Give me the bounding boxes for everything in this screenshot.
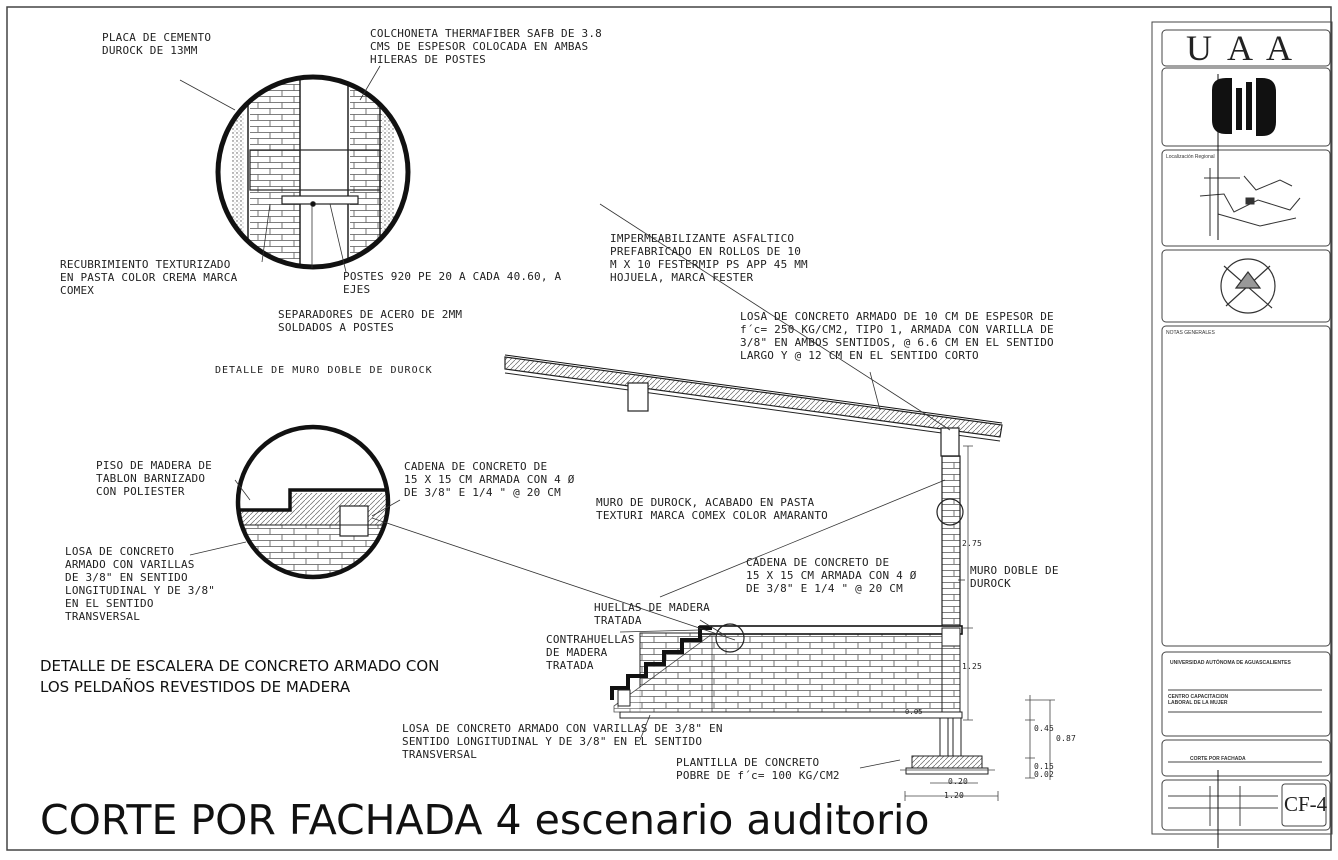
section-leaders bbox=[189, 203, 965, 769]
dim-0-20: 0.20 bbox=[948, 777, 969, 786]
location-label: Localización Regional bbox=[1166, 154, 1215, 160]
dim-1-25: 1.25 bbox=[962, 662, 983, 671]
note-placa: PLACA DE CEMENTO DUROCK DE 13MM bbox=[102, 31, 212, 57]
dim-0-05: 0.05 bbox=[905, 708, 923, 716]
note-postes: POSTES 920 PE 20 A CADA 40.60, A EJES bbox=[343, 270, 562, 296]
page-title: CORTE POR FACHADA 4 escenario auditorio bbox=[40, 796, 930, 844]
note-huellas: HUELLAS DE MADERA TRATADA bbox=[594, 601, 710, 627]
sheet-code: CF-4 bbox=[1284, 792, 1328, 816]
note-cadena-1: CADENA DE CONCRETO DE 15 X 15 CM ARMADA … bbox=[404, 460, 575, 499]
roof-slab bbox=[504, 354, 1003, 457]
note-contrahuellas: CONTRAHUELLAS DE MADERA TRATADA bbox=[546, 633, 635, 672]
note-impermeabilizante: IMPERMEABILIZANTE ASFALTICO PREFABRICADO… bbox=[610, 232, 808, 284]
note-muro-durock: MURO DE DUROCK, ACABADO EN PASTA TEXTURI… bbox=[596, 496, 828, 522]
dim-1-20: 1.20 bbox=[944, 791, 965, 800]
durock-wall bbox=[936, 455, 964, 629]
note-losa-techo: LOSA DE CONCRETO ARMADO DE 10 CM DE ESPE… bbox=[740, 310, 1054, 362]
note-losa-escalera: LOSA DE CONCRETO ARMADO CON VARILLAS DE … bbox=[65, 545, 216, 623]
note-colchoneta: COLCHONETA THERMAFIBER SAFB DE 3.8 CMS D… bbox=[370, 27, 602, 66]
footing bbox=[900, 717, 995, 775]
location-map-icon bbox=[1199, 168, 1301, 236]
dim-0-87: 0.87 bbox=[1056, 734, 1077, 743]
sheet-name: CORTE POR FACHADA bbox=[1190, 756, 1246, 762]
title-block-border bbox=[1151, 21, 1333, 835]
dim-0-15: 0.15 bbox=[1034, 762, 1055, 771]
note-recubrimiento: RECUBRIMIENTO TEXTURIZADO EN PASTA COLOR… bbox=[60, 258, 238, 297]
note-losa-piso: LOSA DE CONCRETO ARMADO CON VARILLAS DE … bbox=[402, 722, 723, 761]
dim-2-75: 2.75 bbox=[962, 539, 983, 548]
stair-detail-heading: DETALLE DE ESCALERA DE CONCRETO ARMADO C… bbox=[40, 657, 440, 696]
stairs bbox=[610, 623, 745, 713]
university-name: UNIVERSIDAD AUTÓNOMA DE AGUASCALIENTES bbox=[1170, 660, 1291, 666]
north-arrow-icon bbox=[1220, 258, 1276, 314]
stair-detail-circle bbox=[235, 424, 391, 580]
uaa-logo-text: U A A bbox=[1186, 28, 1297, 68]
note-piso-madera: PISO DE MADERA DE TABLON BARNIZADO CON P… bbox=[96, 459, 212, 498]
note-plantilla: PLANTILLA DE CONCRETO POBRE DE f´c= 100 … bbox=[676, 756, 840, 782]
project-name: CENTRO CAPACITACION LABORAL DE LA MUJER bbox=[1168, 694, 1229, 706]
durock-leaders bbox=[179, 65, 381, 273]
durock-detail-heading: DETALLE DE MURO DOBLE DE DUROCK bbox=[215, 365, 433, 376]
durock-detail-circle bbox=[215, 74, 411, 270]
uaa-logo-icon bbox=[1212, 78, 1276, 136]
dim-0-02: 0.02 bbox=[1034, 770, 1055, 779]
notes-label: NOTAS GENERALES bbox=[1166, 330, 1215, 336]
title-block-boxes bbox=[1161, 29, 1331, 831]
note-muro-doble: MURO DOBLE DE DUROCK bbox=[970, 564, 1059, 590]
sheet-border bbox=[6, 6, 1332, 851]
note-cadena-2: CADENA DE CONCRETO DE 15 X 15 CM ARMADA … bbox=[746, 556, 917, 595]
dim-0-45: 0.45 bbox=[1034, 724, 1055, 733]
note-separadores: SEPARADORES DE ACERO DE 2MM SOLDADOS A P… bbox=[278, 308, 463, 334]
dimension-lines bbox=[904, 445, 1055, 801]
